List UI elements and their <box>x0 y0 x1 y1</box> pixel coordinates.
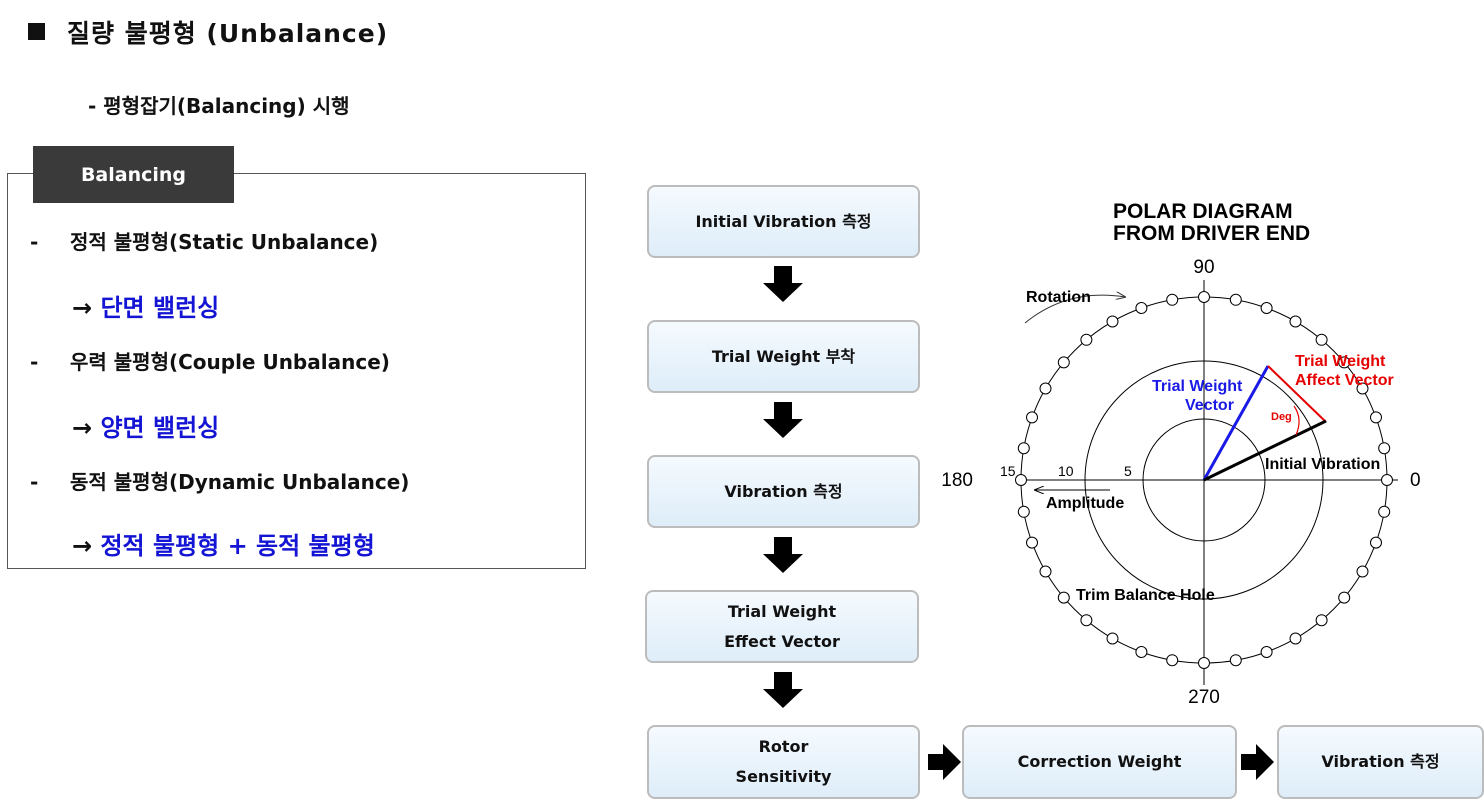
trim-hole <box>1166 654 1179 667</box>
affect-vector-label-line2: Affect Vector <box>1295 372 1394 389</box>
trim-hole <box>1198 657 1210 669</box>
trim-hole <box>1229 293 1242 306</box>
trim-hole <box>1106 315 1119 328</box>
trim-hole <box>1338 591 1351 604</box>
trial-vector-label-line1: Trial Weight <box>1152 378 1243 395</box>
trim-hole-label: Trim Balance Hole <box>1076 587 1215 604</box>
balancing-result-couple: → 양면 밸런싱 <box>72 414 220 442</box>
amp-10: 10 <box>1058 463 1074 479</box>
trim-hole <box>1229 654 1242 667</box>
right-arrow-icon: → <box>72 294 93 322</box>
trim-hole <box>1356 382 1369 395</box>
trim-hole <box>1315 614 1328 627</box>
amplitude-label: Amplitude <box>1046 495 1124 512</box>
label-180: 180 <box>941 470 973 491</box>
trim-hole <box>1198 291 1210 303</box>
trial-weight-affect-vector <box>1267 365 1327 423</box>
balancing-item-dynamic: -동적 불평형(Dynamic Unbalance) <box>30 470 410 494</box>
right-arrow-icon: → <box>72 532 93 560</box>
trial-vector-label-line2: Vector <box>1185 397 1234 414</box>
flow-step-final-vibration: Vibration 측정 <box>1277 725 1484 799</box>
affect-vector-label-line1: Trial Weight <box>1295 353 1386 370</box>
trim-hole <box>1166 293 1179 306</box>
trim-hole <box>1026 536 1038 549</box>
rotation-arrow-icon <box>1024 295 1125 324</box>
label-270: 270 <box>1188 687 1220 708</box>
polar-title-line1: POLAR DIAGRAM <box>1113 200 1293 223</box>
trim-hole <box>1080 333 1093 346</box>
trim-hole <box>1370 411 1382 424</box>
trim-hole <box>1315 333 1328 346</box>
trim-hole <box>1015 474 1027 486</box>
trial-weight-vector <box>1202 365 1270 481</box>
trim-hole <box>1017 442 1030 455</box>
trim-hole <box>1289 632 1302 645</box>
trim-hole <box>1370 536 1382 549</box>
trim-hole <box>1039 382 1052 395</box>
trim-hole <box>1135 302 1148 314</box>
flow-step-correction-weight: Correction Weight <box>962 725 1237 799</box>
square-bullet-icon <box>28 23 45 40</box>
trim-hole <box>1057 591 1070 604</box>
trim-hole <box>1026 411 1038 424</box>
trim-hole <box>1378 442 1391 455</box>
balancing-result-static: → 단면 밸런싱 <box>72 294 220 322</box>
right-arrow-icon: → <box>72 414 93 442</box>
trim-hole <box>1106 632 1119 645</box>
trim-hole <box>1039 565 1052 578</box>
trim-hole <box>1289 315 1302 328</box>
page-title: 질량 불평형 (Unbalance) <box>28 14 388 50</box>
trim-hole <box>1135 646 1148 658</box>
amp-15: 15 <box>1000 463 1016 479</box>
deg-arc <box>1293 405 1300 436</box>
amp-5: 5 <box>1124 463 1132 479</box>
flow-step-trial-weight: Trial Weight 부착 <box>647 320 920 393</box>
balancing-panel <box>7 173 586 569</box>
flow-step-vibration: Vibration 측정 <box>647 455 920 528</box>
label-90: 90 <box>1193 257 1214 278</box>
balancing-item-couple: -우력 불평형(Couple Unbalance) <box>30 350 390 374</box>
trim-hole <box>1378 505 1391 518</box>
polar-title-line2: FROM DRIVER END <box>1113 222 1310 245</box>
trim-hole <box>1260 302 1273 314</box>
balancing-tab: Balancing <box>33 146 234 203</box>
inner-circle <box>1142 418 1266 542</box>
trim-hole <box>1356 565 1369 578</box>
polar-diagram: POLAR DIAGRAM FROM DRIVER END 90 180 0 2… <box>941 200 1421 708</box>
page-title-text: 질량 불평형 (Unbalance) <box>67 19 389 48</box>
trim-hole <box>1080 614 1093 627</box>
trim-hole <box>1057 356 1070 369</box>
trim-hole <box>1338 356 1351 369</box>
initial-vibration-label: Initial Vibration <box>1265 456 1380 473</box>
flow-step-initial-vibration: Initial Vibration 측정 <box>647 185 920 258</box>
page-subtitle: - 평형잡기(Balancing) 시행 <box>88 94 350 118</box>
trim-hole <box>1017 505 1030 518</box>
initial-vibration-vector <box>1203 419 1327 482</box>
label-0: 0 <box>1410 470 1421 491</box>
rotation-label: Rotation <box>1026 289 1091 306</box>
trim-hole <box>1260 646 1273 658</box>
middle-circle <box>1084 360 1324 600</box>
balancing-item-static: -정적 불평형(Static Unbalance) <box>30 230 379 254</box>
trim-balance-holes <box>1015 291 1393 669</box>
trim-hole <box>1381 474 1393 486</box>
deg-label: Deg <box>1271 411 1292 423</box>
balancing-result-dynamic: → 정적 불평형 + 동적 불평형 <box>72 532 375 560</box>
